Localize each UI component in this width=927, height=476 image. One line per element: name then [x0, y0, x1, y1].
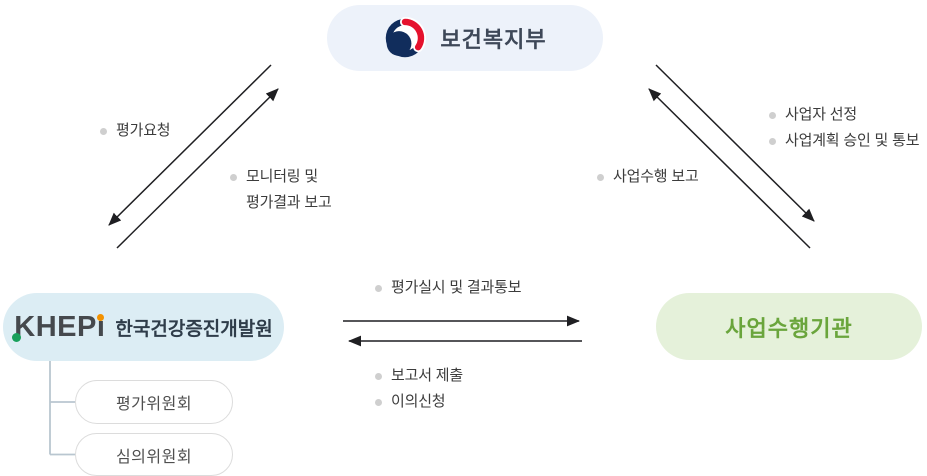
label-text: 사업수행 보고	[613, 168, 699, 185]
ministry-label: 보건복지부	[440, 27, 547, 52]
khepi-logo-green-dot-icon	[12, 332, 22, 342]
deliberation-committee-label: 심의위원회	[115, 448, 193, 466]
label-text: 사업자 선정	[785, 106, 857, 123]
bullet-icon	[100, 127, 107, 135]
node-agency: 사업수행기관	[656, 293, 922, 360]
khepi-logo: KHEPi	[12, 310, 106, 343]
label-selection-approval: 사업자 선정 사업계획 승인 및 통보	[769, 102, 920, 154]
bullet-icon	[375, 372, 382, 380]
node-ministry: 보건복지부	[327, 5, 603, 71]
bullet-icon	[375, 284, 382, 292]
agency-label: 사업수행기관	[725, 315, 853, 341]
bullet-icon	[769, 111, 776, 119]
bullet-icon	[597, 173, 604, 181]
label-report-submission: 보고서 제출 이의신청	[375, 363, 463, 415]
bullet-icon	[375, 398, 382, 406]
label-text: 평가요청	[116, 122, 171, 139]
korea-gov-emblem-icon	[383, 16, 427, 60]
label-text: 사업계획 승인 및 통보	[785, 132, 920, 149]
bullet-icon	[769, 137, 776, 145]
label-text: 평가결과 보고	[246, 194, 332, 211]
khepi-name-label: 한국건강증진개발원	[115, 318, 273, 340]
khepi-logo-i: i	[96, 310, 106, 343]
label-text: 평가실시 및 결과통보	[391, 279, 522, 296]
khepi-logo-letters: KHEP	[14, 310, 97, 343]
label-text: 모니터링 및	[246, 168, 318, 185]
node-khepi: KHEPi 한국건강증진개발원	[3, 293, 284, 361]
evaluation-committee-label: 평가위원회	[115, 396, 193, 413]
bullet-icon	[230, 173, 237, 181]
label-text: 보고서 제출	[391, 367, 463, 384]
label-evaluation-notice: 평가실시 및 결과통보	[375, 275, 522, 301]
label-evaluation-request: 평가요청	[100, 118, 171, 144]
node-deliberation-committee: 심의위원회	[75, 433, 233, 476]
label-text: 이의신청	[391, 393, 446, 410]
label-monitoring-report: 모니터링 및 평가결과 보고	[230, 164, 332, 216]
label-execution-report: 사업수행 보고	[597, 164, 699, 190]
node-evaluation-committee: 평가위원회	[75, 380, 233, 424]
committee-connector-line	[49, 361, 75, 456]
